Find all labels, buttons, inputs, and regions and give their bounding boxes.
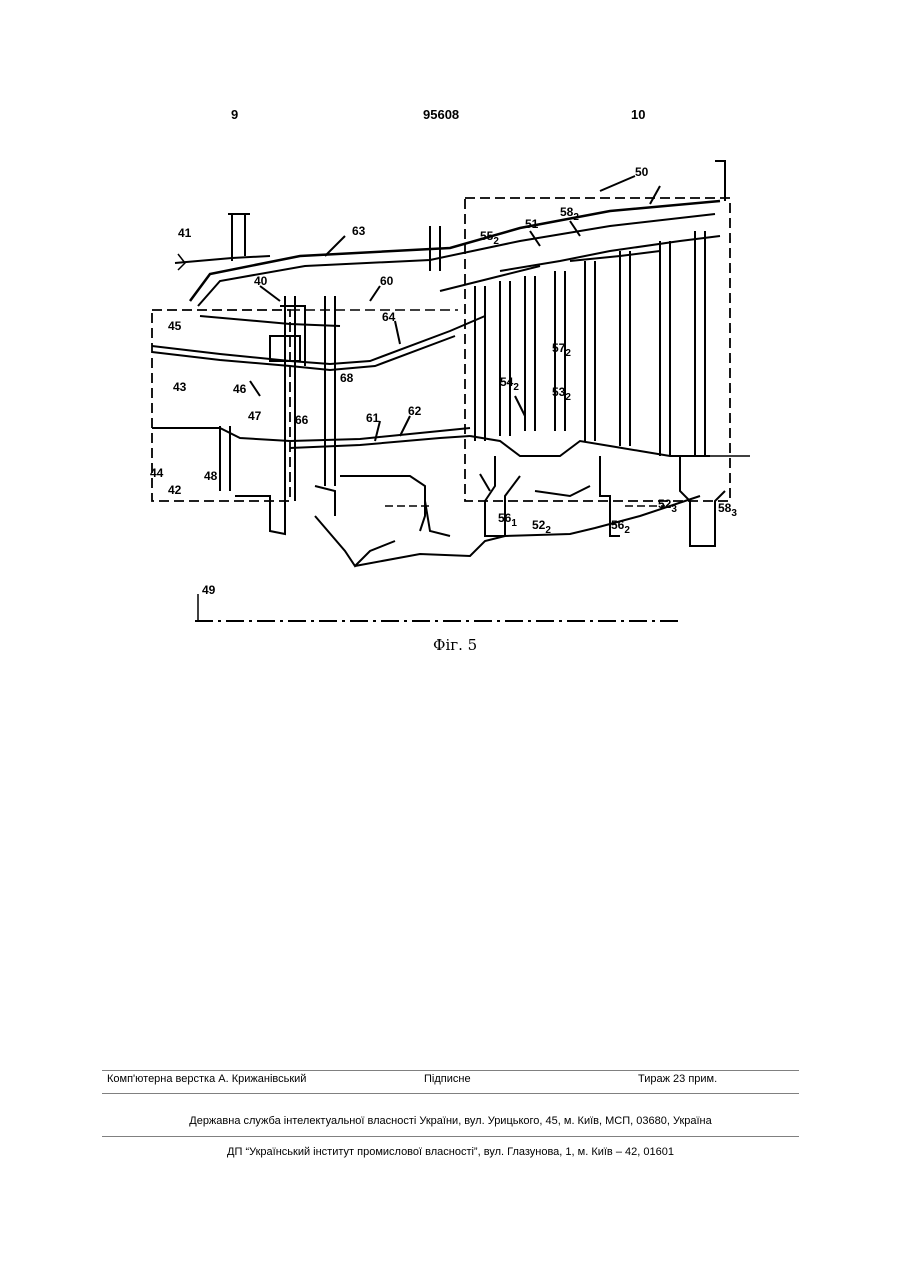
label-64: 64 (382, 310, 396, 324)
label-52-2: 522 (532, 518, 551, 536)
footer-layout-credit: Комп'ютерна верстка А. Крижанівський (107, 1073, 306, 1085)
label-60: 60 (380, 274, 394, 288)
technical-drawing: 41 63 40 60 64 45 43 46 47 68 66 61 62 4… (140, 156, 755, 628)
label-51: 51 (525, 217, 539, 231)
figure-labels: 41 63 40 60 64 45 43 46 47 68 66 61 62 4… (150, 165, 737, 597)
label-46: 46 (233, 382, 247, 396)
turbine-cross-section-drawing: 41 63 40 60 64 45 43 46 47 68 66 61 62 4… (140, 156, 755, 628)
figure-caption: Фіг. 5 (433, 636, 477, 654)
label-40: 40 (254, 274, 268, 288)
label-41: 41 (178, 226, 192, 240)
footer-divider-bottom (102, 1136, 799, 1137)
footer-signed: Підписне (424, 1073, 471, 1085)
label-56-2: 562 (611, 518, 630, 536)
label-43: 43 (173, 380, 187, 394)
label-58-3: 583 (718, 501, 737, 519)
footer-institute-address: ДП “Український інститут промислової вла… (0, 1146, 901, 1158)
label-66: 66 (295, 413, 309, 427)
footer-circulation: Тираж 23 прим. (638, 1073, 717, 1085)
label-49: 49 (202, 583, 216, 597)
label-44: 44 (150, 466, 164, 480)
label-47: 47 (248, 409, 262, 423)
label-56-1: 561 (498, 511, 517, 529)
label-55-2: 552 (480, 229, 499, 247)
label-68: 68 (340, 371, 354, 385)
label-45: 45 (168, 319, 182, 333)
footer-service-address: Державна служба інтелектуальної власност… (0, 1115, 901, 1127)
footer-divider-middle (102, 1093, 799, 1094)
label-52-3: 523 (658, 497, 677, 515)
label-61: 61 (366, 411, 380, 425)
label-50: 50 (635, 165, 649, 179)
page-number-left: 9 (231, 107, 238, 122)
footer-divider-top (102, 1070, 799, 1071)
patent-number: 95608 (423, 107, 459, 122)
label-48: 48 (204, 469, 218, 483)
label-62: 62 (408, 404, 422, 418)
page-number-right: 10 (631, 107, 645, 122)
label-42: 42 (168, 483, 182, 497)
label-63: 63 (352, 224, 366, 238)
